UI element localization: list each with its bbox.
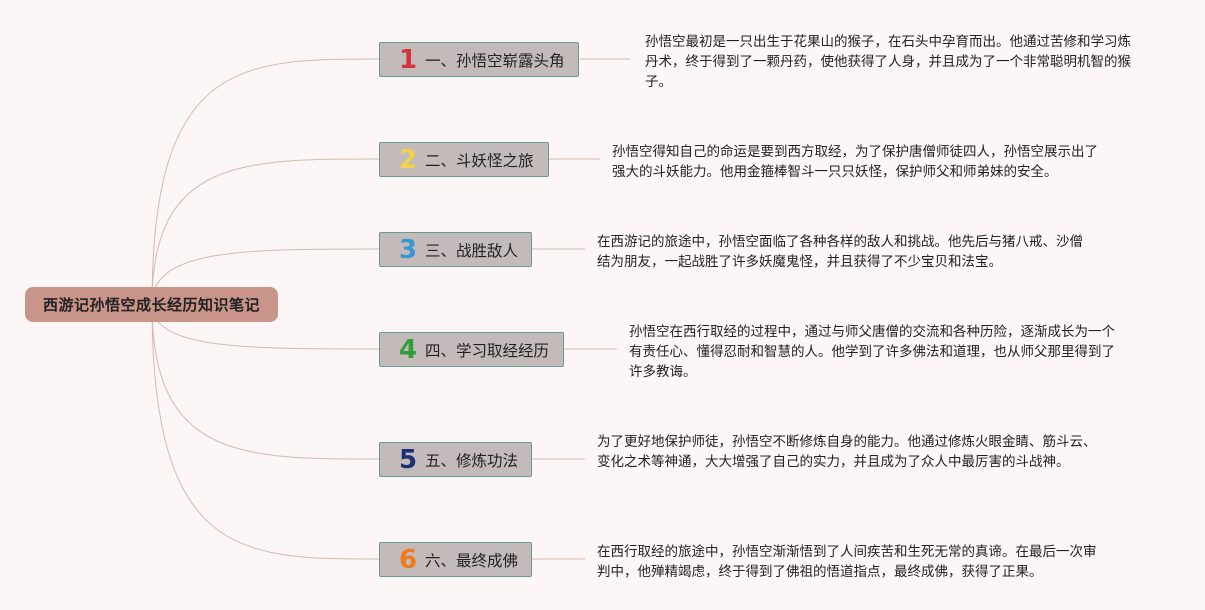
number-5-icon: 5 [398, 444, 418, 475]
branch-description: 在西行取经的旅途中，孙悟空渐渐悟到了人间疾苦和生死无常的真谛。在最后一次审判中，… [597, 544, 1097, 580]
connector-curve [151, 248, 380, 305]
number-4-icon: 4 [398, 334, 418, 365]
branch-description: 孙悟空最初是一只出生于花果山的猴子，在石头中孕育而出。他通过苦修和学习炼丹术，终… [645, 34, 1131, 90]
branch-label: 三、战胜敌人 [425, 241, 519, 260]
branch-description: 为了更好地保护师徒，孙悟空不断修炼自身的能力。他通过修炼火眼金睛、筋斗云、变化之… [597, 434, 1097, 470]
branch-node-3[interactable]: 3 三、战胜敌人 [379, 232, 532, 267]
number-3-icon: 3 [398, 234, 418, 265]
branch-label: 四、学习取经经历 [425, 341, 550, 360]
branch-label: 一、孙悟空崭露头角 [425, 51, 565, 70]
root-node[interactable]: 西游记孙悟空成长经历知识笔记 [25, 287, 278, 322]
connector-curve [151, 58, 380, 305]
branch-description: 在西游记的旅途中，孙悟空面临了各种各样的敌人和挑战。他先后与猪八戒、沙僧结为朋友… [597, 234, 1083, 270]
branch-label: 六、最终成佛 [425, 551, 519, 570]
branch-description: 孙悟空在西行取经的过程中，通过与师父唐僧的交流和各种历险，逐渐成长为一个有责任心… [629, 324, 1115, 380]
branch-node-2[interactable]: 2 二、斗妖怪之旅 [379, 142, 549, 177]
branch-node-4[interactable]: 4 四、学习取经经历 [379, 332, 564, 367]
number-2-icon: 2 [398, 144, 418, 175]
connector-curve [151, 303, 380, 460]
branch-node-1[interactable]: 1 一、孙悟空崭露头角 [379, 42, 579, 77]
root-title: 西游记孙悟空成长经历知识笔记 [42, 296, 260, 314]
branch-description: 孙悟空得知自己的命运是要到西方取经，为了保护唐僧师徒四人，孙悟空展示出了强大的斗… [612, 144, 1098, 180]
branch-label: 二、斗妖怪之旅 [425, 151, 534, 170]
branch-node-6[interactable]: 6 六、最终成佛 [379, 542, 532, 577]
branch-label: 五、修炼功法 [425, 451, 519, 470]
number-6-icon: 6 [398, 544, 418, 575]
branch-node-5[interactable]: 5 五、修炼功法 [379, 442, 532, 477]
number-1-icon: 1 [398, 44, 418, 75]
connector-curve [151, 158, 380, 305]
connector-curve [151, 303, 380, 560]
